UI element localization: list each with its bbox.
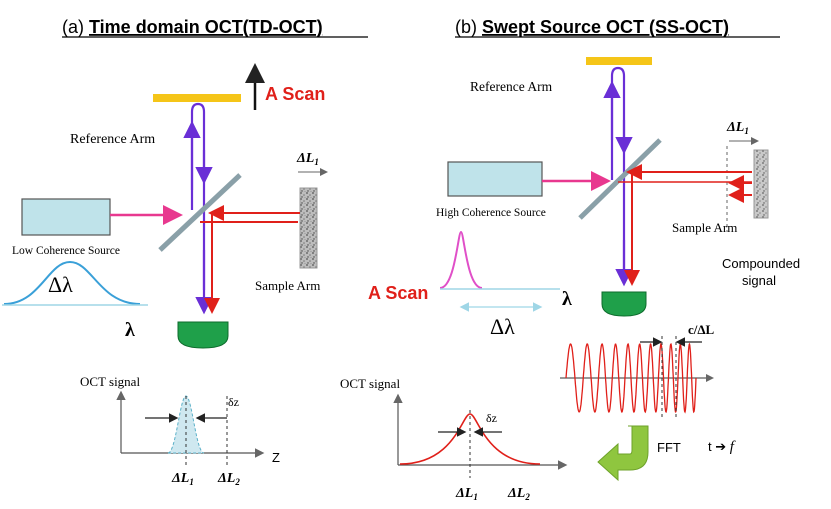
ss-delta-l2-label: ΔL2 [507, 486, 530, 502]
td-lambda: λ [125, 319, 135, 341]
td-oct-signal-label: OCT signal [80, 374, 140, 389]
ss-sample [753, 149, 769, 219]
td-oct-panel: (a) Time domain OCT(TD-OCT) A Scan Refer… [2, 17, 368, 487]
ss-delta-lambda: Δλ [490, 314, 515, 339]
ss-signal-peak [399, 413, 541, 465]
ss-beam-splitter [578, 138, 662, 220]
ss-compounded-waveform: c/ΔL [560, 322, 715, 418]
td-reference-arm-label: Reference Arm [70, 132, 155, 147]
td-delta-l2-label: ΔL2 [217, 471, 240, 487]
td-delta-l1-label: ΔL1 [171, 471, 194, 487]
td-delta-z: δz [228, 395, 239, 409]
td-sample-arm-label: Sample Arm [255, 278, 320, 293]
ss-reference-beam [610, 66, 626, 282]
td-axis-z: Z [272, 450, 280, 465]
ss-oct-panel: (b) Swept Source OCT (SS-OCT) Reference … [340, 17, 800, 502]
ss-sample-arm-label: Sample Arm [672, 220, 737, 235]
ss-fft-label: FFT [657, 440, 681, 455]
td-reference-mirror [153, 94, 241, 102]
ss-spectrum-peak [439, 230, 483, 289]
td-delta-l1-top: ΔL1 [296, 151, 319, 167]
ss-delta-l1-label: ΔL1 [455, 486, 478, 502]
td-beam-splitter [158, 173, 242, 252]
ss-signal-label: signal [742, 273, 776, 288]
ss-oct-signal-label: OCT signal [340, 376, 400, 391]
td-spectrum-curve [3, 260, 141, 305]
ss-ascan-label: A Scan [368, 283, 428, 303]
ss-title: (b) Swept Source OCT (SS-OCT) [455, 17, 729, 37]
ss-delta-z: δz [486, 411, 497, 425]
td-source-label: Low Coherence Source [12, 245, 120, 257]
ss-compounded-label: Compounded [722, 256, 800, 271]
td-delta-lambda: Δλ [48, 272, 73, 297]
ss-t-to-f: t ➔ f [708, 439, 736, 455]
ss-lambda: λ [562, 288, 572, 310]
ss-reference-mirror [586, 57, 652, 65]
td-reference-beam [190, 102, 206, 290]
td-sample [299, 187, 318, 269]
fft-arrow-icon [597, 425, 649, 482]
td-title: (a) Time domain OCT(TD-OCT) [62, 17, 323, 37]
ss-source-label: High Coherence Source [436, 207, 546, 219]
ss-c-over-dl: c/ΔL [688, 322, 715, 337]
td-low-coherence-source [21, 198, 111, 236]
td-ascan-label: A Scan [265, 84, 325, 104]
ss-reference-arm-label: Reference Arm [470, 79, 553, 94]
ss-delta-l1-top: ΔL1 [726, 120, 749, 136]
td-detector [177, 321, 229, 349]
ss-high-coherence-source [447, 161, 543, 197]
ss-detector [601, 291, 647, 317]
